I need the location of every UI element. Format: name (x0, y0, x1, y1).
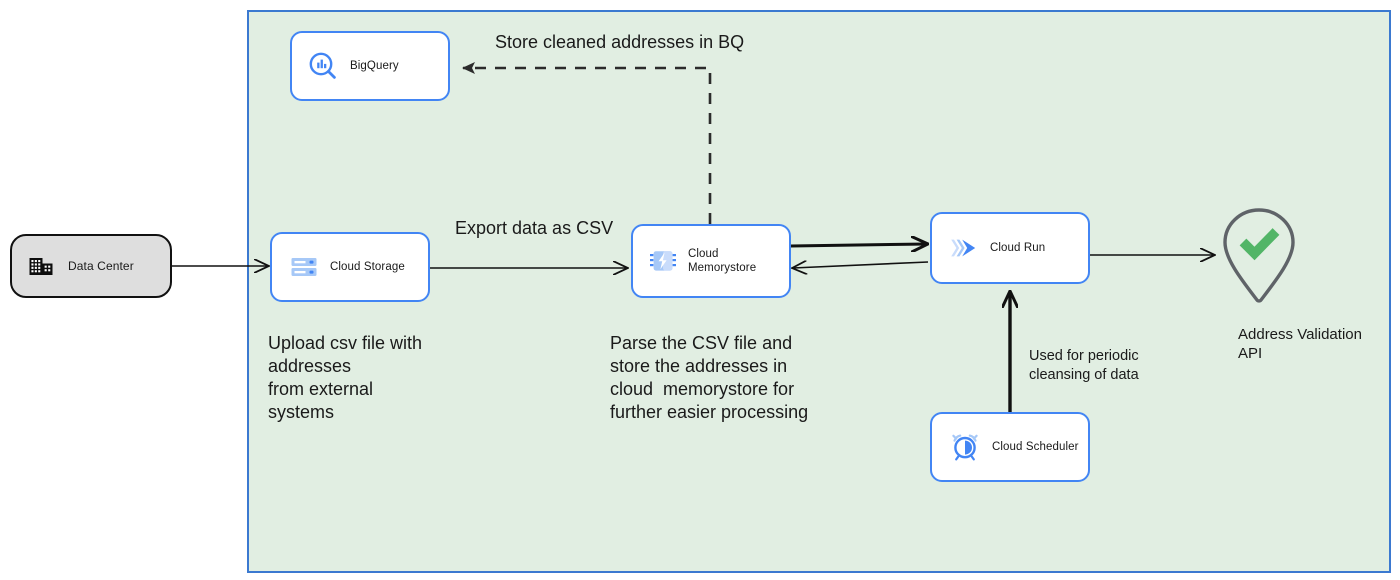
building-icon (28, 253, 54, 279)
node-cloud-scheduler[interactable]: Cloud Scheduler (930, 412, 1090, 482)
memorystore-chip-icon (649, 247, 677, 275)
node-address-validation-api[interactable] (1216, 206, 1302, 306)
cloud-run-icon (948, 234, 978, 262)
node-cloud-memorystore-label: Cloud Memorystore (688, 247, 757, 274)
node-data-center-label: Data Center (68, 258, 134, 273)
cloud-storage-icon (290, 253, 318, 281)
node-bigquery[interactable]: BigQuery (290, 31, 450, 101)
edge-label-store-bq: Store cleaned addresses in BQ (495, 32, 745, 52)
edge-label-periodic: Used for periodic cleansing of data (1029, 348, 1139, 383)
map-pin-check-icon (1223, 208, 1295, 303)
note-parse: Parse the CSV file and store the address… (610, 333, 809, 423)
node-cloud-scheduler-label: Cloud Scheduler (992, 440, 1079, 453)
note-upload: Upload csv file with addresses from exte… (268, 333, 423, 423)
address-validation-api-label: Address Validation API (1238, 326, 1362, 363)
node-data-center[interactable]: Data Center (10, 234, 172, 298)
node-cloud-memorystore[interactable]: Cloud Memorystore (631, 224, 791, 298)
cloud-scheduler-clock-icon (950, 432, 980, 462)
edge-label-export-csv: Export data as CSV (455, 218, 614, 238)
node-cloud-storage-label: Cloud Storage (330, 260, 405, 273)
node-cloud-storage[interactable]: Cloud Storage (270, 232, 430, 302)
cloud-zone-container (247, 10, 1391, 573)
node-cloud-run[interactable]: Cloud Run (930, 212, 1090, 284)
node-bigquery-label: BigQuery (350, 59, 399, 72)
bigquery-icon (308, 51, 338, 81)
node-cloud-run-label: Cloud Run (990, 241, 1046, 254)
